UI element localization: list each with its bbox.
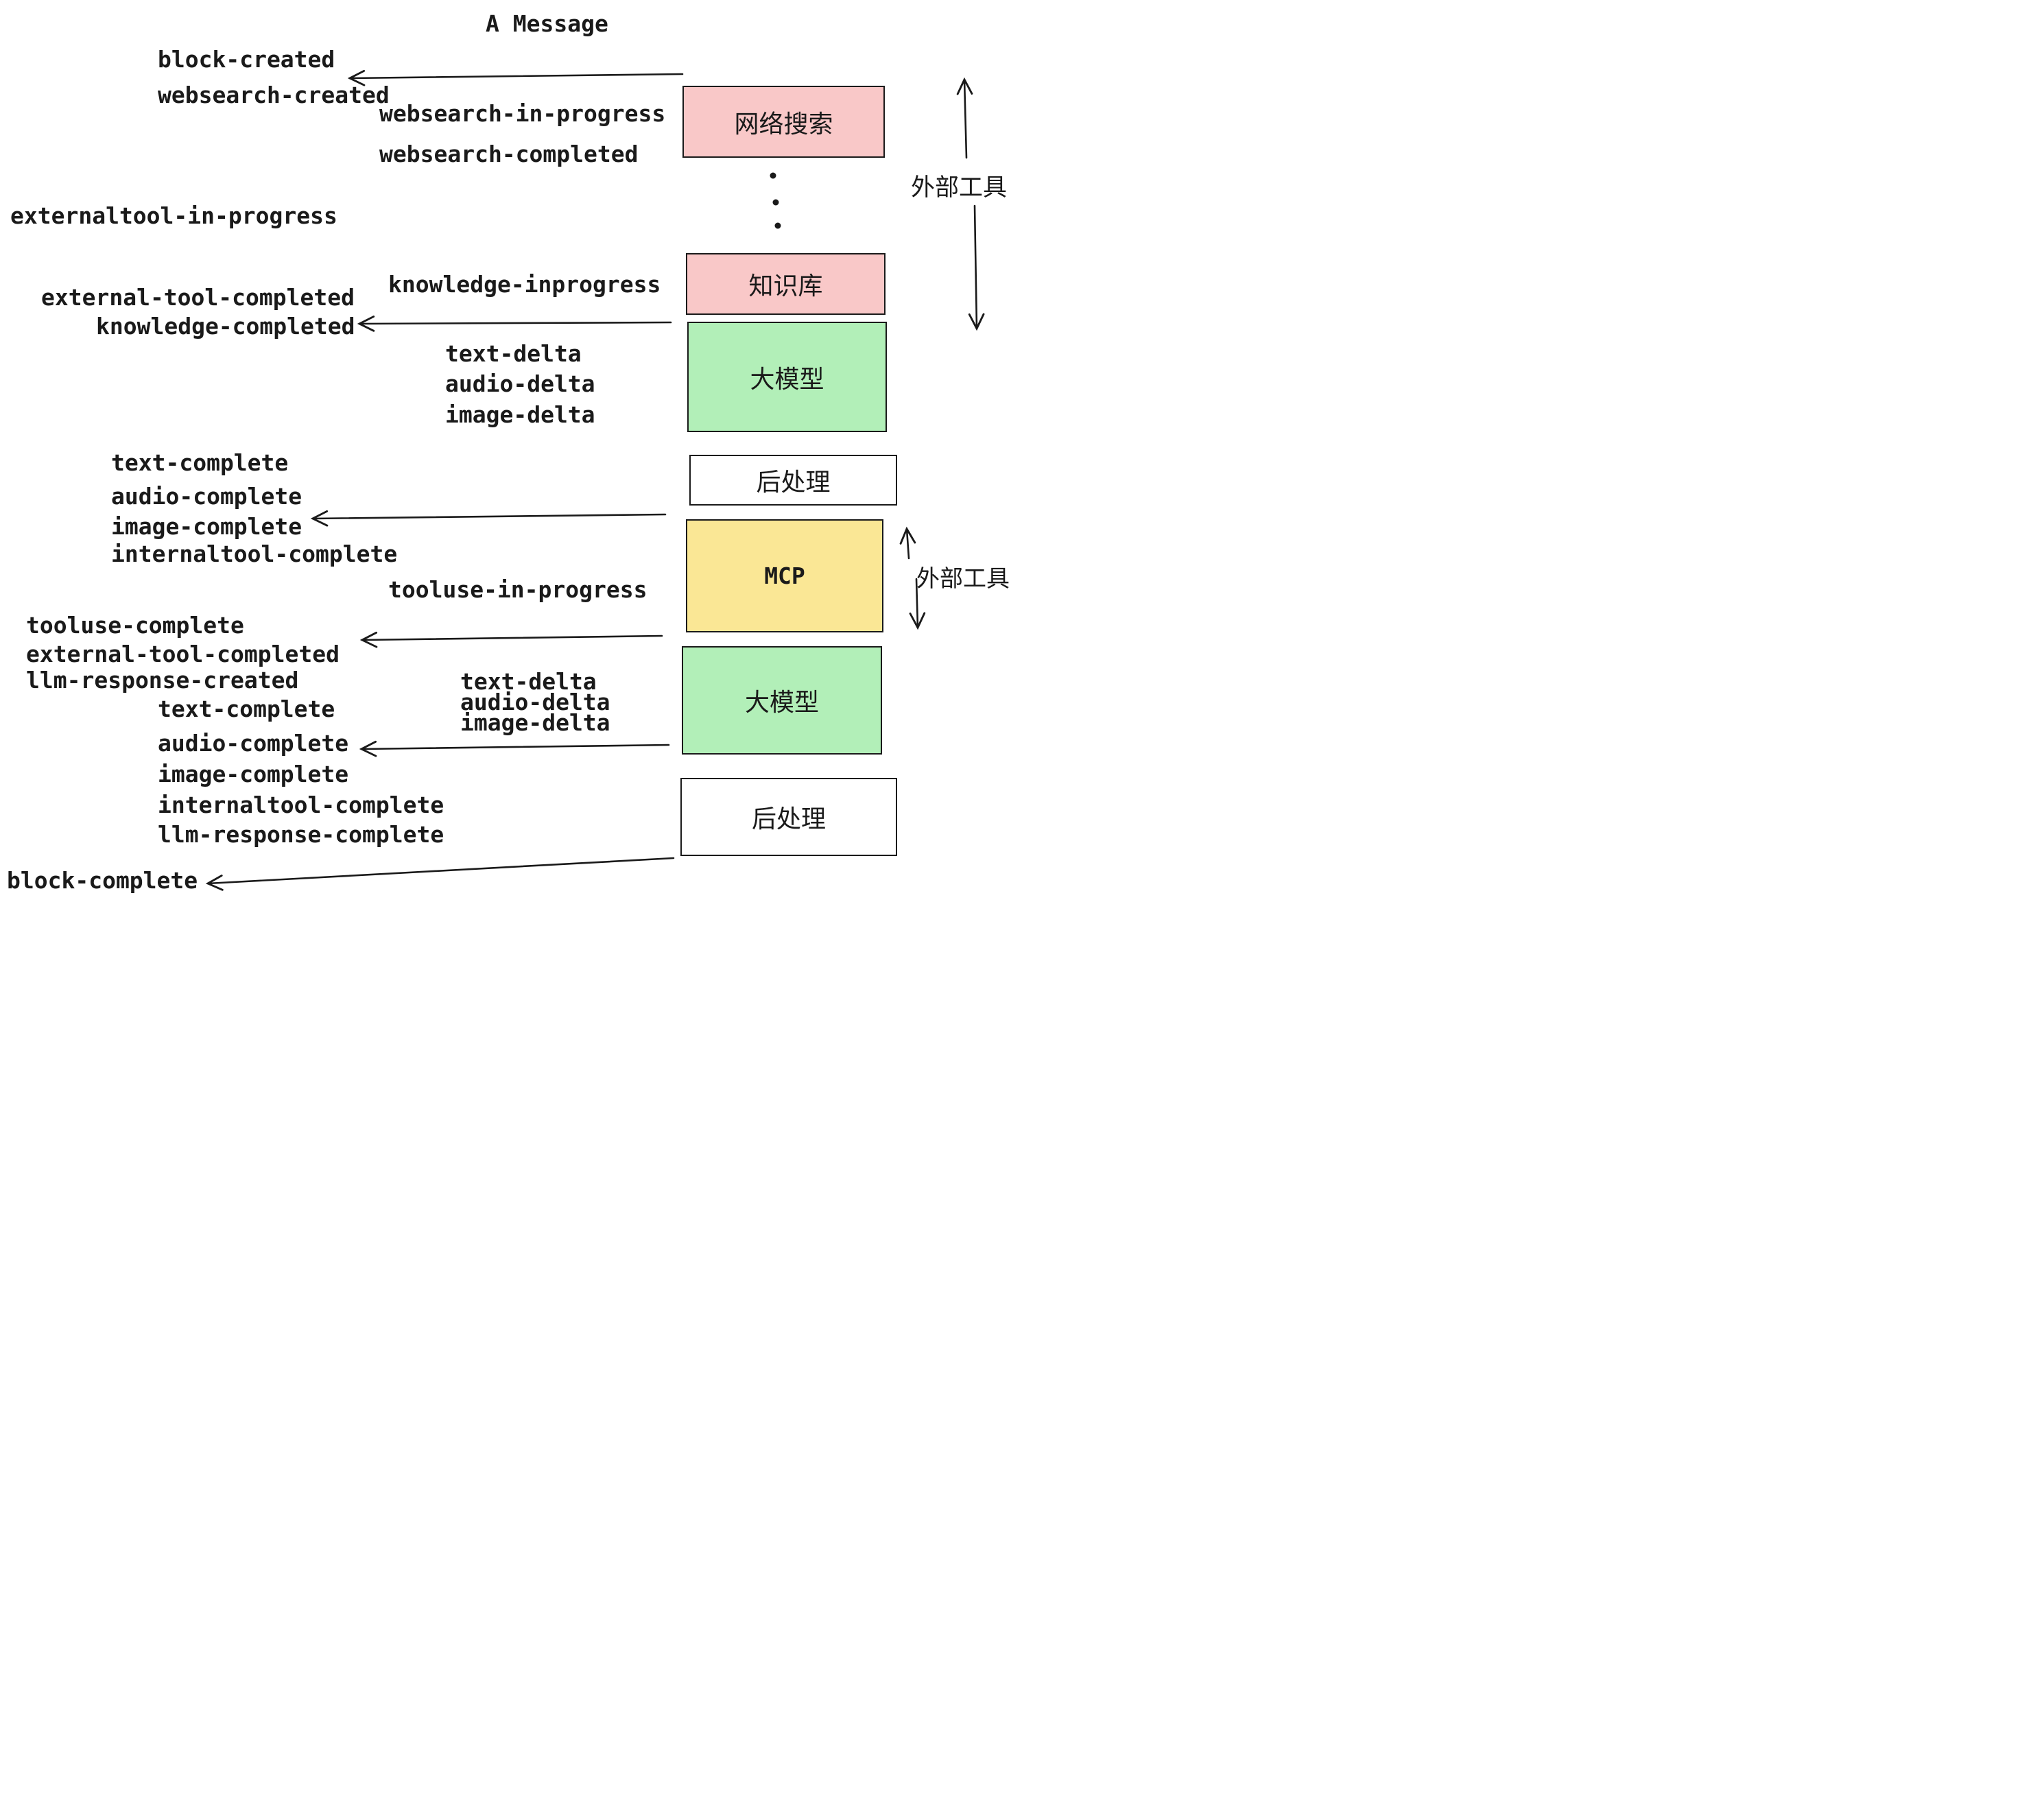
event-label-websearch-created: websearch-created [158, 82, 390, 108]
event-label-text-delta-1: text-delta [445, 340, 582, 367]
message-event-flow-diagram: A Message block-created websearch-create… [0, 0, 1022, 902]
diagram-title: A Message [486, 10, 608, 37]
event-label-tooluse-in-progress: tooluse-in-progress [388, 576, 647, 603]
event-label-external-tool-completed-2: external-tool-completed [26, 641, 340, 667]
event-label-knowledge-completed: knowledge-completed [96, 313, 355, 340]
event-label-image-complete-1: image-complete [111, 513, 302, 540]
ellipsis-dots-icon [770, 172, 781, 229]
external-tools-up-arrow-1 [956, 77, 973, 159]
event-label-block-created: block-created [158, 46, 335, 73]
event-label-llm-response-created: llm-response-created [26, 667, 299, 693]
box-mcp-label: MCP [764, 562, 805, 589]
external-tools-label-2: 外部工具 [916, 566, 1010, 592]
event-label-text-complete-1: text-complete [111, 449, 289, 476]
event-label-llm-response-complete: llm-response-complete [158, 821, 444, 848]
box-mcp: MCP [686, 519, 883, 632]
arrow-to-audio-complete [359, 740, 670, 757]
event-label-image-complete-2: image-complete [158, 761, 349, 787]
event-label-audio-delta-2: audio-delta [460, 689, 610, 715]
event-label-websearch-completed: websearch-completed [379, 141, 639, 167]
box-knowledge-base: 知识库 [686, 253, 886, 315]
arrow-to-image-complete [310, 510, 667, 527]
arrow-to-tooluse-complete [359, 631, 663, 648]
event-label-externaltool-in-progress: externaltool-in-progress [10, 202, 337, 229]
event-label-internaltool-complete-2: internaltool-complete [158, 792, 444, 818]
event-label-audio-delta-1: audio-delta [445, 370, 595, 397]
box-postprocess-2: 后处理 [680, 778, 897, 856]
event-label-knowledge-inprogress: knowledge-inprogress [388, 271, 661, 298]
event-label-tooluse-complete: tooluse-complete [26, 612, 244, 639]
event-label-audio-complete-2: audio-complete [158, 730, 349, 757]
box-llm-1: 大模型 [687, 322, 887, 432]
event-label-image-delta-1: image-delta [445, 401, 595, 428]
external-tools-label-1: 外部工具 [911, 174, 1008, 201]
event-label-audio-complete-1: audio-complete [111, 483, 302, 510]
event-label-internaltool-complete-1: internaltool-complete [111, 541, 398, 567]
event-label-text-complete-2: text-complete [158, 696, 335, 722]
box-postprocess-1: 后处理 [689, 455, 897, 506]
external-tools-up-arrow-2 [899, 526, 916, 560]
box-postprocess-2-label: 后处理 [751, 805, 826, 833]
box-web-search-label: 网络搜索 [734, 109, 833, 138]
box-llm-2-label: 大模型 [744, 688, 819, 716]
box-llm-2: 大模型 [682, 646, 882, 755]
arrow-to-block-created [347, 69, 684, 86]
box-web-search: 网络搜索 [682, 86, 885, 158]
event-label-external-tool-completed-1: external-tool-completed [41, 284, 355, 311]
event-label-text-delta-2: text-delta [460, 668, 597, 695]
arrow-to-block-complete [205, 857, 675, 891]
event-label-block-complete: block-complete [7, 867, 198, 894]
box-postprocess-1-label: 后处理 [756, 468, 831, 496]
box-knowledge-base-label: 知识库 [748, 272, 823, 300]
box-llm-1-label: 大模型 [750, 364, 824, 393]
arrow-to-knowledge-completed [357, 316, 672, 332]
event-label-websearch-in-progress: websearch-in-progress [379, 100, 666, 127]
external-tools-down-arrow-1 [968, 204, 985, 331]
event-label-image-delta-2: image-delta [460, 709, 610, 736]
